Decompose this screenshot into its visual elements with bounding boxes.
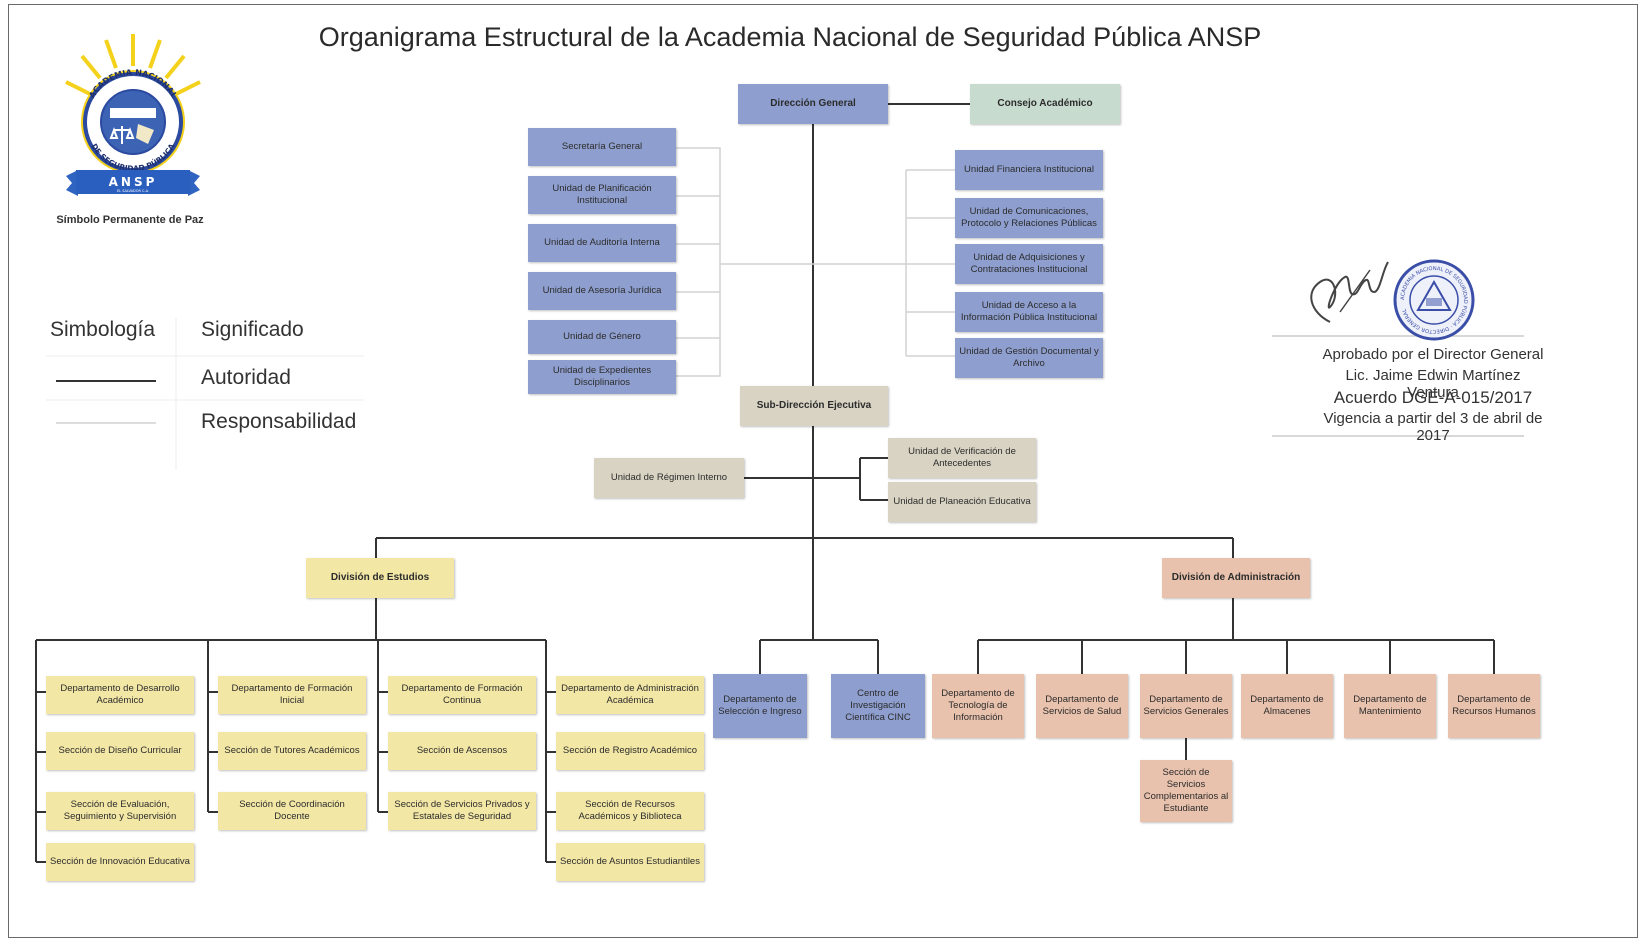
legend-header-symbol: Simbología (50, 318, 156, 341)
node-adquisiciones: Unidad de Adquisiciones y Contrataciones… (955, 244, 1103, 284)
node-seccion-coordinacion: Sección de Coordinación Docente (218, 792, 366, 830)
ansp-logo: ACADEMIA NACIONAL DE SEGURIDAD PÚBLICA A… (65, 34, 201, 196)
node-planeacion-educativa: Unidad de Planeación Educativa (888, 482, 1036, 522)
node-regimen-interno: Unidad de Régimen Interno (594, 458, 744, 498)
node-seccion-innovacion: Sección de Innovación Educativa (46, 843, 194, 881)
node-seccion-evaluacion: Sección de Evaluación, Seguimiento y Sup… (46, 792, 194, 830)
node-genero: Unidad de Género (528, 320, 676, 354)
legend-header-meaning: Significado (201, 318, 304, 341)
approval-line-3: Acuerdo DGE-A-015/2017 (1333, 388, 1533, 407)
signature (1310, 261, 1389, 323)
node-seccion-recursos: Sección de Recursos Académicos y Bibliot… (556, 792, 704, 830)
node-depto-tecnologia: Departamento de Tecnología de Informació… (932, 674, 1024, 738)
node-centro-investigacion: Centro de Investigación Científica CINC (831, 674, 925, 738)
node-auditoria: Unidad de Auditoría Interna (528, 224, 676, 262)
node-subdireccion: Sub-Dirección Ejecutiva (740, 386, 888, 426)
node-seccion-tutores: Sección de Tutores Académicos (218, 732, 366, 770)
node-depto-servicios-generales: Departamento de Servicios Generales (1140, 674, 1232, 738)
approval-line-1: Aprobado por el Director General (1322, 346, 1544, 363)
page-frame (8, 4, 1638, 938)
node-expedientes: Unidad de Expedientes Disciplinarios (528, 360, 676, 394)
node-seccion-servicios-privados: Sección de Servicios Privados y Estatale… (388, 792, 536, 830)
justice-scale-icon (109, 126, 135, 144)
legend-responsibility-label: Responsabilidad (201, 410, 357, 433)
node-seccion-complementarios: Sección de Servicios Complementarios al … (1140, 760, 1232, 822)
logo-caption: Símbolo Permanente de Paz (56, 214, 204, 226)
logo-ribbon (76, 170, 190, 194)
node-gestion-documental: Unidad de Gestión Documental y Archivo (955, 338, 1103, 378)
node-depto-formacion-continua: Departamento de Formación Continua (388, 676, 536, 714)
node-financiera: Unidad Financiera Institucional (955, 150, 1103, 190)
node-division-estudios: División de Estudios (306, 558, 454, 598)
node-asesoria: Unidad de Asesoría Jurídica (528, 272, 676, 310)
responsibility-lines (676, 147, 955, 377)
node-division-administracion: División de Administración (1162, 558, 1310, 598)
node-depto-rrhh: Departamento de Recursos Humanos (1448, 674, 1540, 738)
approval-line-2: Lic. Jaime Edwin Martínez Ventura (1345, 367, 1521, 401)
node-depto-almacenes: Departamento de Almacenes (1241, 674, 1333, 738)
node-depto-seleccion: Departamento de Selección e Ingreso (713, 674, 807, 738)
node-direccion-general: Dirección General (738, 84, 888, 124)
node-depto-desarrollo: Departamento de Desarrollo Académico (46, 676, 194, 714)
node-seccion-registro: Sección de Registro Académico (556, 732, 704, 770)
sun-rays-icon (65, 34, 201, 96)
node-comunicaciones: Unidad de Comunicaciones, Protocolo y Re… (955, 198, 1103, 238)
node-depto-admin-academica: Departamento de Administración Académica (556, 676, 704, 714)
node-depto-mantenimiento: Departamento de Mantenimiento (1344, 674, 1436, 738)
node-verificacion: Unidad de Verificación de Antecedentes (888, 438, 1036, 478)
legend-grid (46, 318, 364, 470)
logo-ribbon-text: ANSP (109, 175, 158, 189)
authority-lines (35, 103, 1495, 863)
book-icon (136, 124, 154, 144)
node-secretaria-general: Secretaría General (528, 128, 676, 166)
approval-line-4: Vigencia a partir del 3 de abril de 2017 (1323, 410, 1543, 444)
node-seccion-diseno: Sección de Diseño Curricular (46, 732, 194, 770)
node-acceso-info: Unidad de Acceso a la Información Públic… (955, 292, 1103, 332)
official-seal-icon: ACADEMIA NACIONAL DE SEGURIDAD PÚBLICA ·… (1393, 259, 1475, 341)
node-depto-salud: Departamento de Servicios de Salud (1036, 674, 1128, 738)
chart-title: Organigrama Estructural de la Academia N… (318, 22, 1262, 52)
node-planificacion: Unidad de Planificación Institucional (528, 176, 676, 214)
node-seccion-ascensos: Sección de Ascensos (388, 732, 536, 770)
node-consejo-academico: Consejo Académico (970, 84, 1120, 124)
node-seccion-asuntos: Sección de Asuntos Estudiantiles (556, 843, 704, 881)
legend-authority-label: Autoridad (201, 366, 291, 389)
logo-ribbon-subtext: EL SALVADOR C.A. (117, 189, 149, 193)
node-depto-formacion-inicial: Departamento de Formación Inicial (218, 676, 366, 714)
